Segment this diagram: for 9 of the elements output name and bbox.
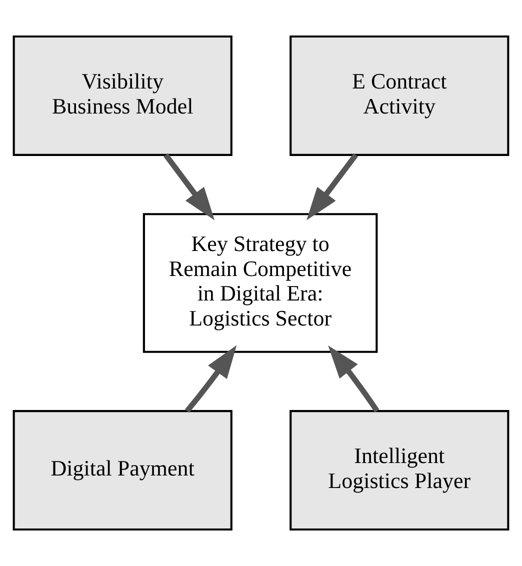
node-box: E Contract Activity: [290, 35, 510, 156]
arrow: [328, 346, 380, 412]
node-box: Digital Payment: [12, 410, 232, 531]
arrow: [164, 153, 215, 220]
node-box: Visibility Business Model: [12, 35, 232, 156]
arrow: [306, 153, 358, 220]
node-box: Key Strategy to Remain Competitive in Digital Era: Logistics Sector: [142, 213, 378, 353]
arrow: [184, 345, 237, 413]
node-box: Intelligent Logistics Player: [290, 410, 510, 531]
